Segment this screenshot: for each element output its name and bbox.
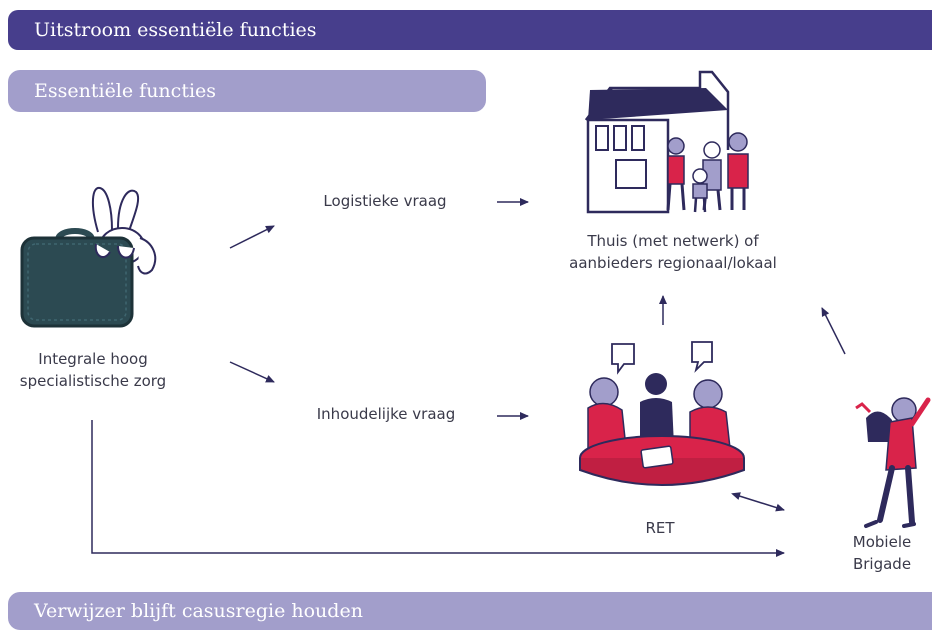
inhoudelijke-vraag-label: Inhoudelijke vraag [316, 405, 456, 423]
thuis-label: Thuis (met netwerk) of aanbieders region… [548, 230, 798, 274]
logistieke-vraag-label: Logistieke vraag [323, 192, 447, 210]
footer-bar: Verwijzer blijft casusregie houden [8, 592, 932, 630]
integrale-zorg-label: Integrale hoog specialistische zorg [0, 348, 186, 392]
arrow-ret-brigade-bidirectional [731, 492, 785, 512]
team-at-table-icon [579, 341, 745, 486]
subheader-title: Essentiële functies [34, 80, 217, 102]
arrow-integrale-to-brigade [91, 420, 785, 557]
footer-title: Verwijzer blijft casusregie houden [34, 600, 363, 622]
mobile-brigade-person-icon [855, 397, 931, 528]
subheader-bar: Essentiële functies [8, 70, 486, 112]
arrow-integrale-to-inhoud [229, 361, 275, 383]
arrow-integrale-to-logistiek [229, 225, 275, 249]
suitcase-with-bunny-icon [20, 186, 157, 328]
header-bar: Uitstroom essentiële functies [8, 10, 932, 50]
thuis-line2: aanbieders regionaal/lokaal [569, 254, 777, 272]
brigade-line1: Mobiele [852, 533, 912, 551]
integrale-line1: Integrale hoog [38, 350, 148, 368]
arrow-brigade-to-thuis [821, 307, 846, 355]
house-with-family-icon [585, 70, 749, 214]
ret-label: RET [645, 519, 675, 537]
brigade-line2: Brigade [852, 555, 912, 573]
thuis-line1: Thuis (met netwerk) of [587, 232, 759, 250]
mobiele-brigade-label: Mobiele Brigade [835, 531, 929, 575]
integrale-line2: specialistische zorg [19, 372, 167, 390]
header-title: Uitstroom essentiële functies [34, 19, 317, 41]
